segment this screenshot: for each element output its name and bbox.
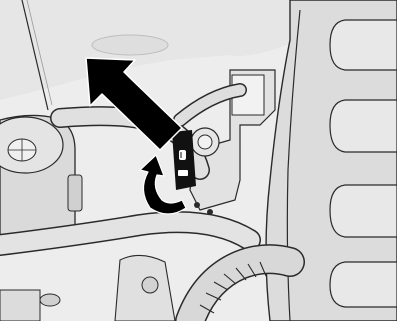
bolt — [207, 209, 213, 215]
release-clip — [172, 130, 196, 190]
fluid-reservoir — [0, 115, 82, 240]
round-fitting — [191, 128, 219, 156]
cover-rib — [330, 262, 397, 307]
cover-rib — [330, 20, 397, 70]
top-cap — [92, 35, 168, 55]
bolt — [194, 202, 200, 208]
cover-rib — [330, 185, 397, 237]
cover-rib — [330, 100, 397, 152]
